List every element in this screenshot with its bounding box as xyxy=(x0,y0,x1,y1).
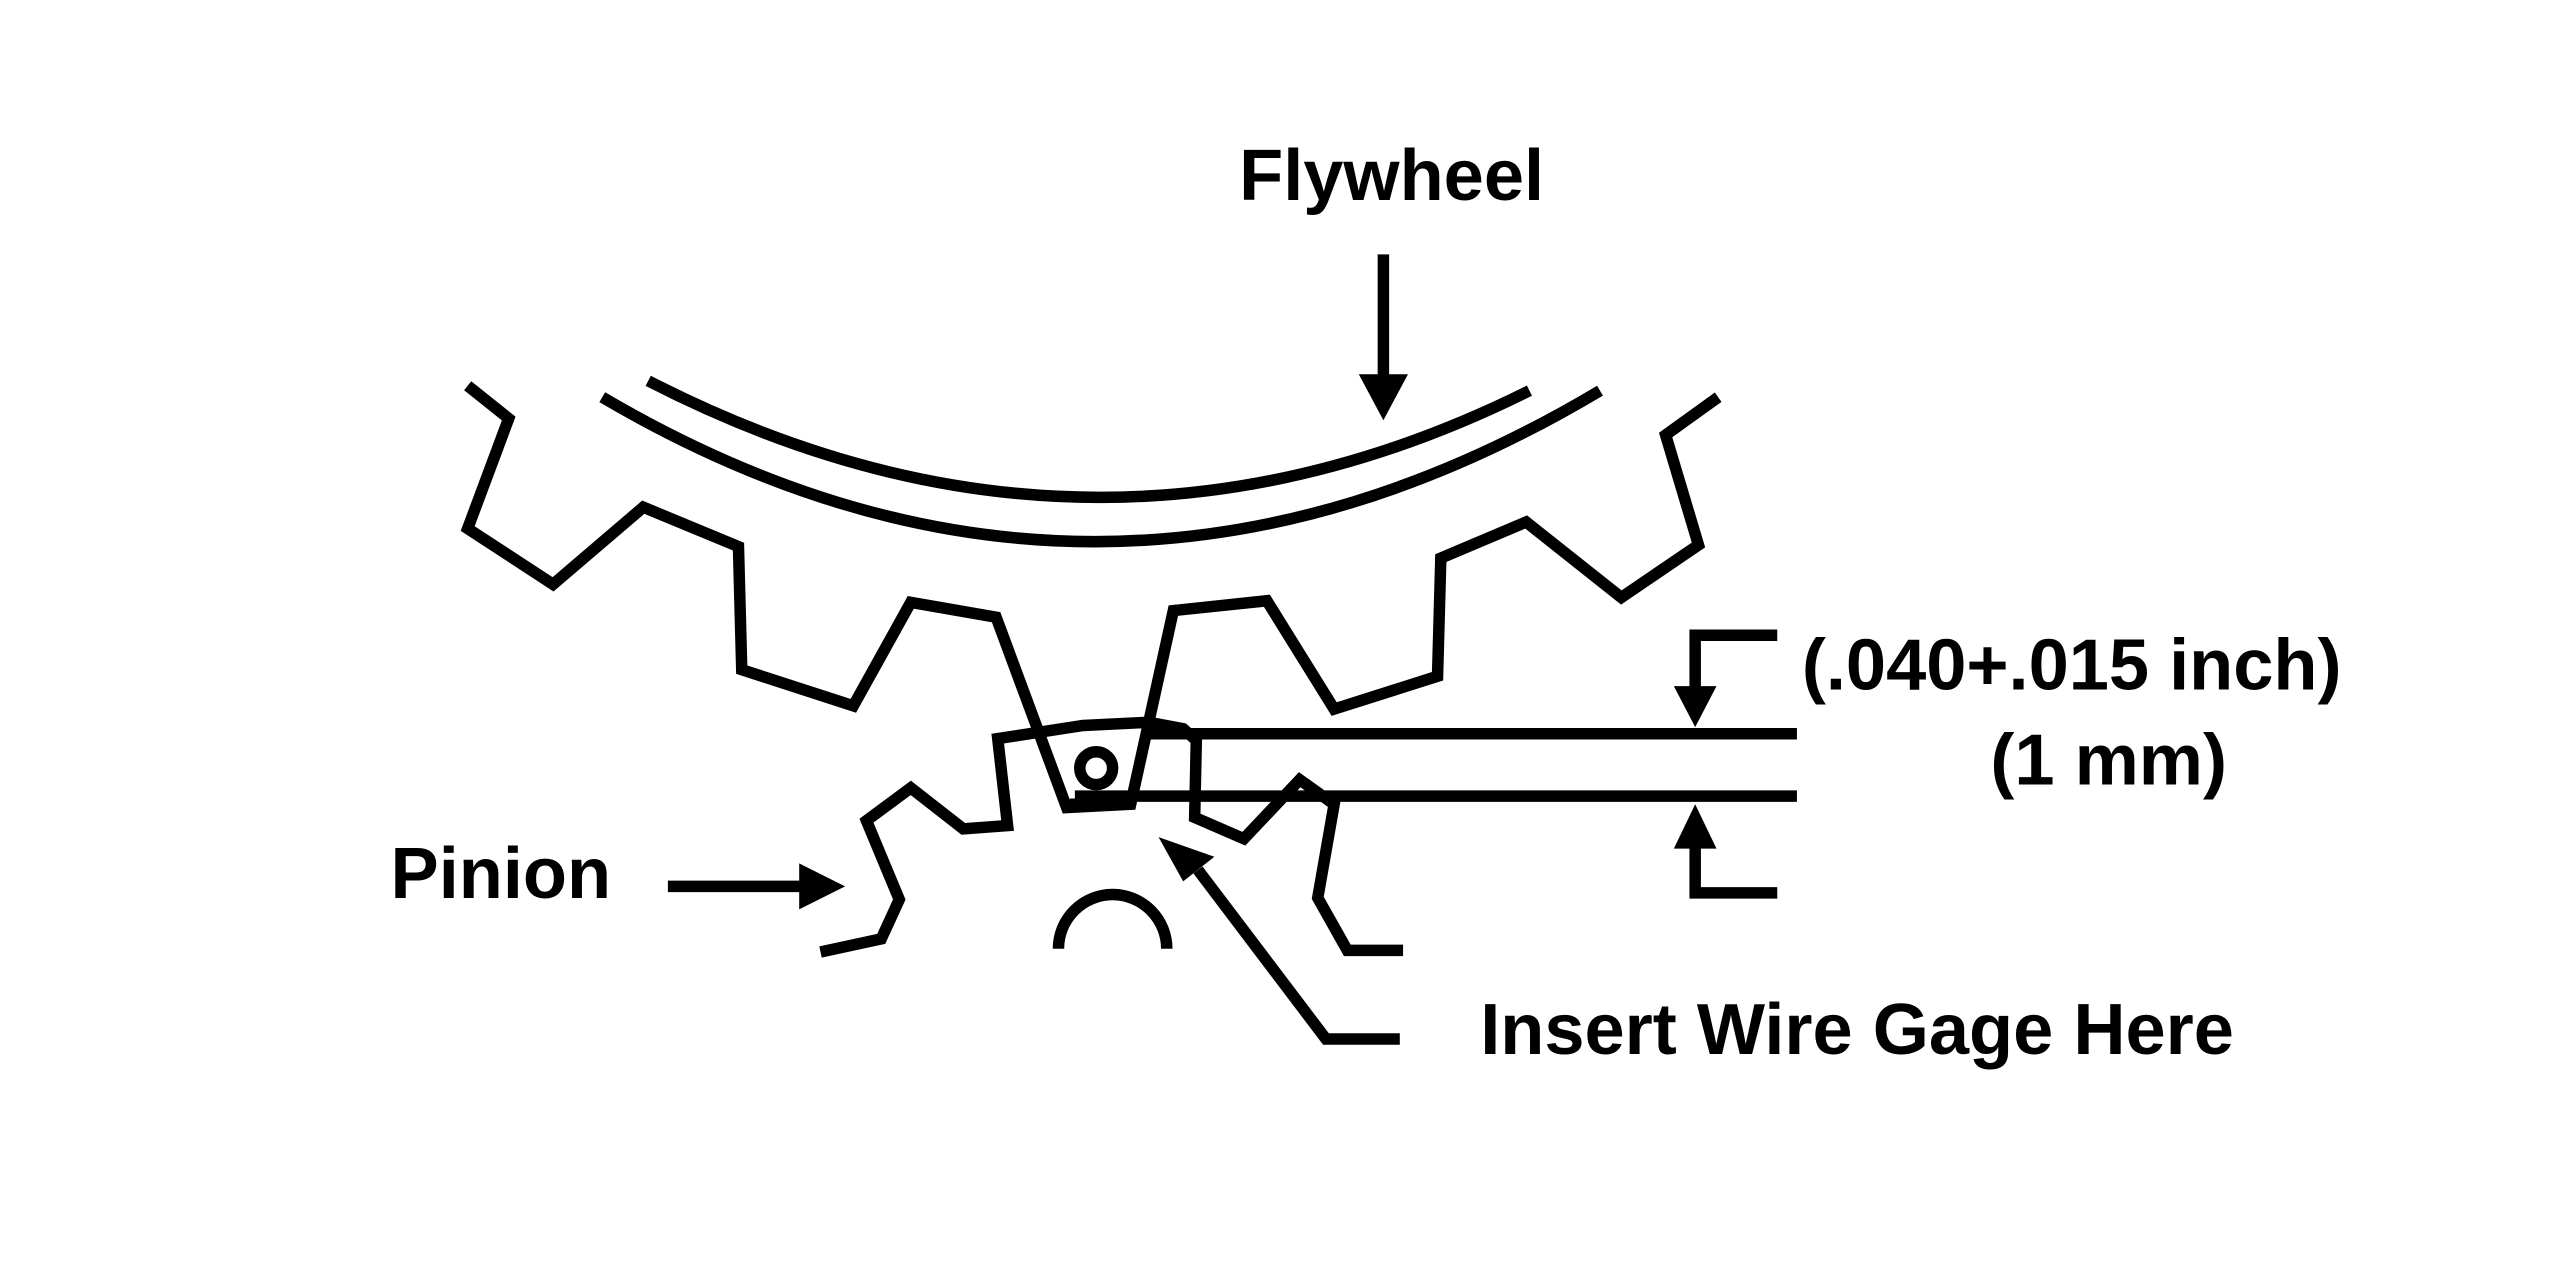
flywheel-inner-arc xyxy=(645,375,1532,504)
insert-arrow-shaft xyxy=(1193,866,1400,1045)
pinion-arrow-icon xyxy=(799,863,846,910)
dimension-bracket-top xyxy=(1689,629,1778,690)
insert-wire-gage-label: Insert Wire Gage Here xyxy=(1480,990,2234,1070)
clearance-mm-label: (1 mm) xyxy=(1990,721,2227,801)
flywheel-teeth xyxy=(460,381,1722,814)
flywheel-label: Flywheel xyxy=(1239,136,1544,216)
pinion-gear xyxy=(819,716,1404,958)
pinion-teeth xyxy=(819,716,1404,958)
wire-gage xyxy=(1069,727,1797,811)
dimension-markers xyxy=(1673,629,1778,899)
arrow-up-icon xyxy=(1673,804,1717,849)
insert-arrow-icon xyxy=(1158,837,1215,882)
pinion-hub-arc xyxy=(1052,888,1173,949)
pinion-label: Pinion xyxy=(391,834,612,914)
flywheel-outer-arc xyxy=(599,385,1603,548)
wire-gage-circle xyxy=(1074,746,1119,791)
dimension-bracket-bottom xyxy=(1689,845,1778,899)
flywheel-arrow-icon xyxy=(1358,374,1408,421)
arrow-down-icon xyxy=(1673,686,1717,728)
callout-arrows xyxy=(667,254,1408,1045)
clearance-inch-label: (.040+.015 inch) xyxy=(1802,625,2342,705)
flywheel-ring-gear xyxy=(460,375,1722,814)
